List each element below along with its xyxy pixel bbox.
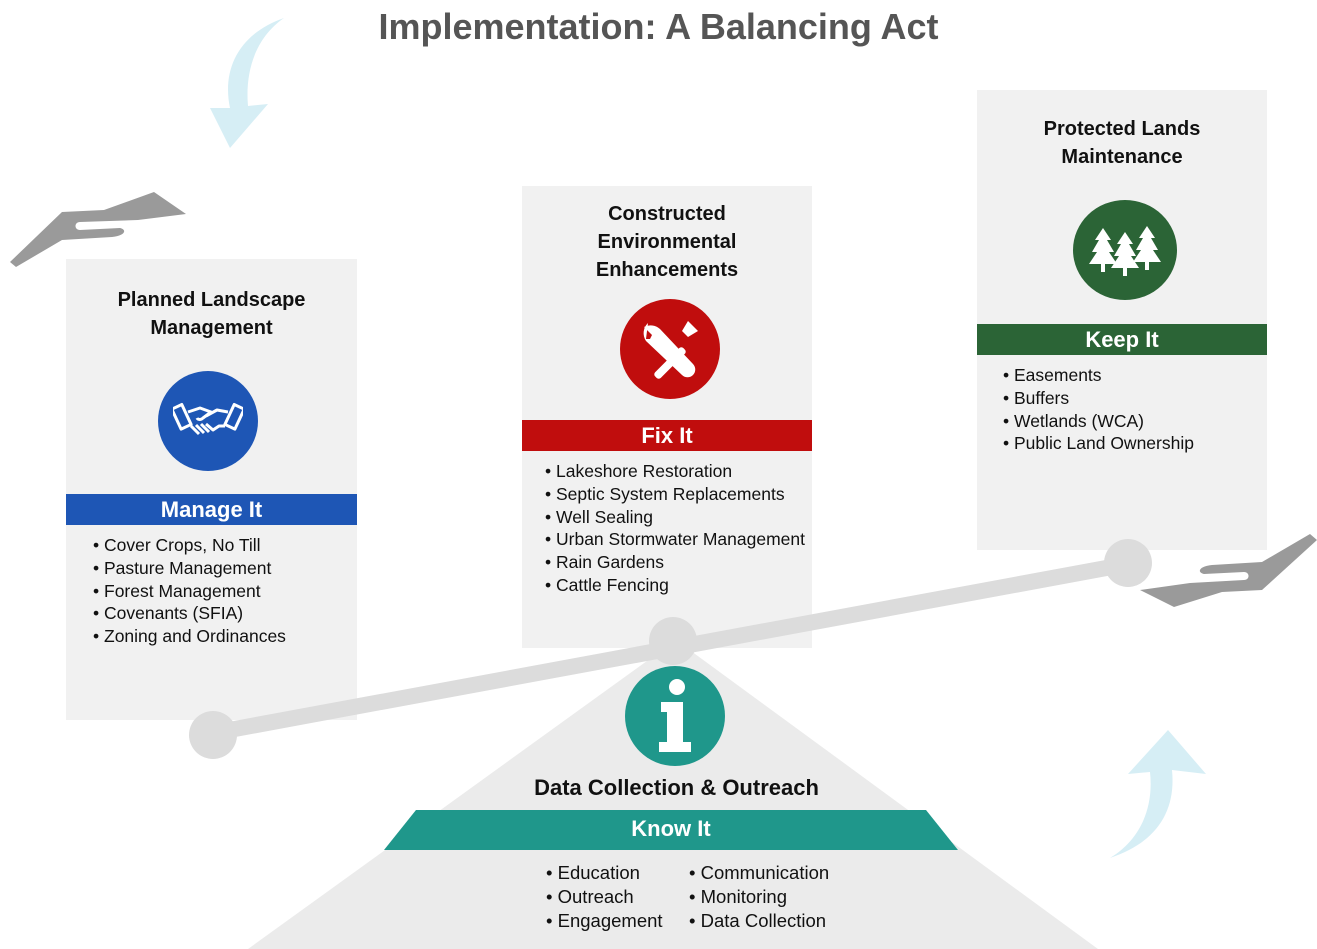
list-item: Zoning and Ordinances	[93, 625, 286, 648]
list-item: Wetlands (WCA)	[1003, 410, 1194, 433]
fulcrum-base	[248, 640, 1098, 949]
page-title: Implementation: A Balancing Act	[378, 6, 939, 47]
list-item: Education	[546, 861, 663, 885]
fix-badge	[620, 299, 720, 399]
list-item: Engagement	[546, 909, 663, 933]
list-item: Covenants (SFIA)	[93, 602, 286, 625]
beam-joint-right	[1104, 539, 1152, 587]
list-keep: Easements Buffers Wetlands (WCA) Public …	[1003, 364, 1194, 455]
list-item: Urban Stormwater Management	[545, 528, 805, 551]
list-fix: Lakeshore Restoration Septic System Repl…	[545, 460, 805, 597]
card-title-line: Planned Landscape	[117, 289, 306, 311]
list-item: Easements	[1003, 364, 1194, 387]
list-know-right: Communication Monitoring Data Collection	[689, 861, 830, 933]
card-fix: Constructed Environmental Enhancements F…	[522, 186, 812, 648]
pine-trees-icon	[1089, 226, 1161, 276]
list-item: Rain Gardens	[545, 551, 805, 574]
card-title-line: Protected Lands	[1043, 118, 1201, 140]
tools-icon	[643, 321, 698, 379]
manage-badge	[158, 371, 258, 471]
card-title-line: Environmental	[597, 231, 737, 253]
list-item: Forest Management	[93, 580, 286, 603]
card-title-keep: Protected Lands Maintenance	[977, 115, 1267, 171]
know-band-shape	[384, 810, 958, 850]
list-item: Well Sealing	[545, 506, 805, 529]
list-item: Lakeshore Restoration	[545, 460, 805, 483]
list-item: Cattle Fencing	[545, 574, 805, 597]
card-title-manage: Planned Landscape Management	[66, 286, 357, 342]
list-manage: Cover Crops, No Till Pasture Management …	[93, 534, 286, 648]
band-know: Know It	[631, 816, 711, 841]
list-item: Cover Crops, No Till	[93, 534, 286, 557]
up-arrow-icon	[1110, 730, 1206, 858]
band-keep: Keep It	[977, 324, 1267, 355]
band-fix: Fix It	[522, 420, 812, 451]
list-item: Data Collection	[689, 909, 829, 933]
know-badge	[625, 666, 725, 766]
beam-joint-center	[649, 617, 697, 665]
card-title-line: Management	[150, 317, 273, 339]
card-title-line: Enhancements	[595, 259, 739, 281]
card-title-line: Constructed	[608, 203, 726, 225]
list-item: Outreach	[546, 885, 663, 909]
down-arrow-icon	[210, 18, 284, 148]
list-item: Monitoring	[689, 885, 829, 909]
list-item: Public Land Ownership	[1003, 432, 1194, 455]
list-know-left: Education Outreach Engagement	[546, 861, 663, 933]
beam-joint-left	[189, 711, 237, 759]
list-item: Communication	[689, 861, 830, 885]
info-icon	[659, 679, 691, 752]
left-hand-icon	[10, 192, 186, 267]
handshake-icon	[173, 402, 243, 436]
keep-badge	[1073, 200, 1177, 300]
card-manage: Planned Landscape Management Manage It C…	[66, 259, 357, 720]
right-hand-icon	[1140, 534, 1317, 607]
list-item: Pasture Management	[93, 557, 286, 580]
list-item: Buffers	[1003, 387, 1194, 410]
card-keep: Protected Lands Maintenance Keep It Ease…	[977, 90, 1267, 550]
band-manage: Manage It	[66, 494, 357, 525]
list-item: Septic System Replacements	[545, 483, 805, 506]
card-title-fix: Constructed Environmental Enhancements	[522, 200, 812, 284]
know-title: Data Collection & Outreach	[534, 775, 819, 800]
card-title-line: Maintenance	[1061, 146, 1183, 168]
